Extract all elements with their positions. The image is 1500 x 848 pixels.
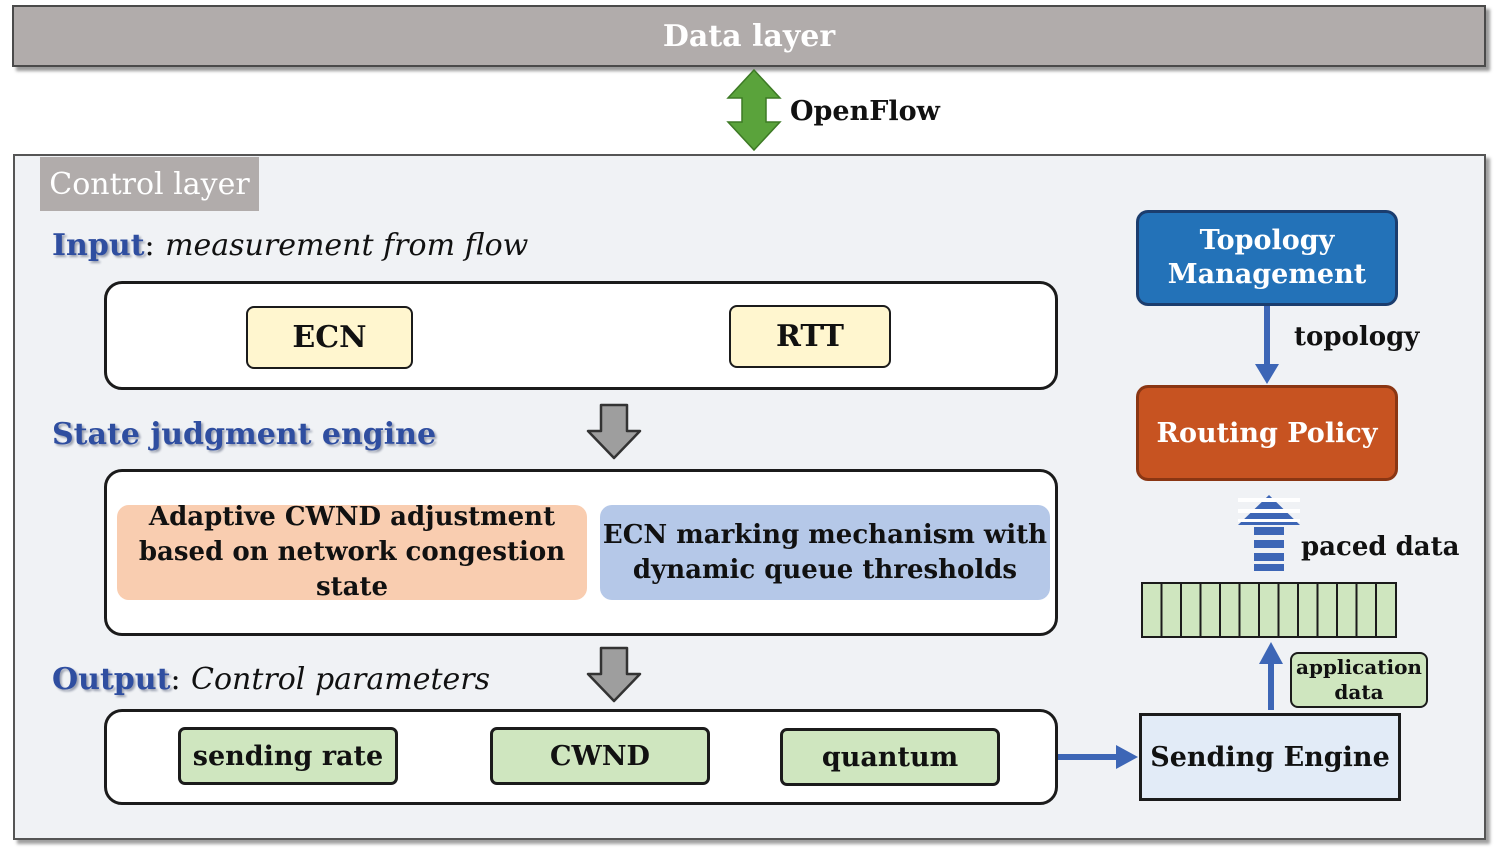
application-data-box: application data (1290, 652, 1428, 708)
topology-management-box: Topology Management (1136, 210, 1398, 306)
input-heading-colon: : (144, 228, 155, 263)
routing-policy-box: Routing Policy (1136, 385, 1398, 481)
output-heading-colon: : (170, 662, 181, 697)
routing-policy-label: Routing Policy (1156, 417, 1378, 449)
down-arrow-icon (586, 403, 642, 460)
topology-management-line-2: Management (1167, 259, 1367, 290)
ecn-input-box: ECN (246, 306, 413, 369)
down-arrow-icon (586, 646, 642, 703)
sending-engine-label: Sending Engine (1150, 741, 1390, 773)
input-heading-label: Input (52, 228, 145, 263)
control-layer-title: Control layer (40, 157, 259, 211)
output-to-sending-arrow-icon (1058, 745, 1138, 769)
adaptive-cwnd-line-1: Adaptive CWND adjustment (148, 502, 556, 532)
topology-label: topology (1294, 322, 1420, 352)
data-layer-bar: Data layer (12, 5, 1486, 67)
packet-queue-icon (1141, 582, 1397, 638)
quantum-box: quantum (780, 728, 1000, 786)
rtt-input-label: RTT (776, 319, 844, 354)
quantum-label: quantum (821, 741, 959, 773)
topology-arrow-icon (1255, 306, 1279, 384)
sending-rate-label: sending rate (192, 740, 384, 772)
cwnd-output-label: CWND (550, 740, 650, 772)
state-engine-heading: State judgment engine (52, 417, 437, 452)
ecn-input-label: ECN (292, 320, 367, 355)
openflow-label: OpenFlow (790, 96, 940, 127)
control-layer-label: Control layer (49, 166, 250, 202)
cwnd-output-box: CWND (490, 727, 710, 785)
openflow-double-arrow-icon (726, 68, 782, 152)
output-subheading: Control parameters (191, 662, 491, 697)
application-data-line-1: application (1296, 655, 1422, 679)
ecn-marking-box: ECN marking mechanism with dynamic queue… (600, 505, 1050, 600)
sending-rate-box: sending rate (178, 727, 398, 785)
output-heading: Output: Control parameters (52, 662, 490, 697)
sending-engine-box: Sending Engine (1139, 713, 1401, 801)
output-heading-label: Output (52, 662, 171, 697)
input-subheading: measurement from flow (165, 228, 529, 263)
input-heading: Input: measurement from flow (52, 228, 528, 263)
application-data-line-2: data (1334, 680, 1384, 704)
adaptive-cwnd-line-2: based on network congestion state (138, 537, 566, 602)
ecn-marking-line-2: dynamic queue thresholds (632, 554, 1018, 585)
topology-management-line-1: Topology (1199, 225, 1335, 256)
ecn-marking-line-1: ECN marking mechanism with (602, 519, 1048, 550)
paced-data-label: paced data (1301, 532, 1460, 562)
paced-data-arrow-icon (1238, 495, 1300, 571)
adaptive-cwnd-box: Adaptive CWND adjustment based on networ… (117, 502, 587, 602)
application-data-arrow-icon (1259, 642, 1283, 710)
data-layer-label: Data layer (662, 18, 836, 54)
rtt-input-box: RTT (729, 305, 891, 368)
